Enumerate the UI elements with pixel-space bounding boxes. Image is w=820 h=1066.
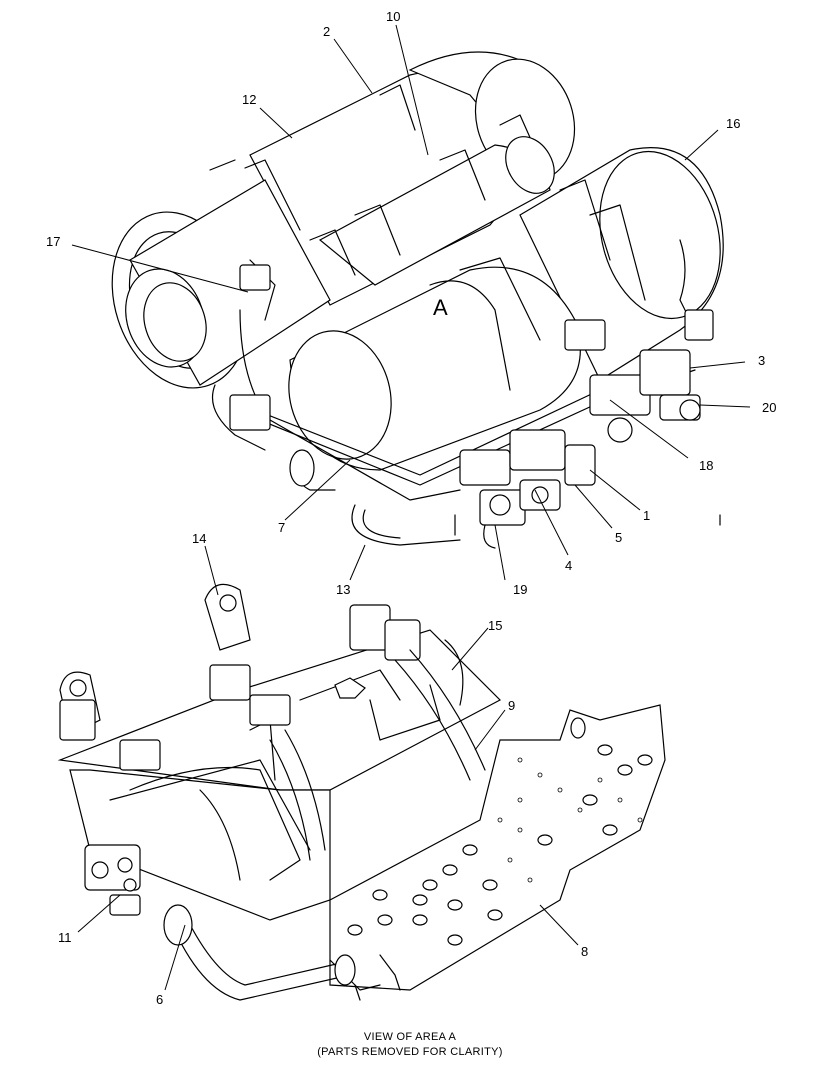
callout-17: 17 bbox=[46, 234, 60, 249]
canister-main-a: A bbox=[288, 257, 581, 471]
main-frame bbox=[57, 604, 501, 921]
callout-15: 15 bbox=[488, 618, 502, 633]
upper-assembly: A bbox=[111, 51, 724, 549]
center-tube bbox=[309, 136, 555, 286]
valve-cluster bbox=[229, 264, 721, 549]
callout-20: 20 bbox=[762, 400, 776, 415]
side-plate bbox=[329, 704, 666, 991]
callout-6: 6 bbox=[156, 992, 163, 1007]
callout-10: 10 bbox=[386, 9, 400, 24]
curved-straps bbox=[269, 639, 486, 861]
callout-9: 9 bbox=[508, 698, 515, 713]
callout-7: 7 bbox=[278, 520, 285, 535]
callout-labels: 2 10 12 16 17 3 20 18 1 5 4 19 7 13 14 1… bbox=[46, 9, 776, 1007]
callout-8: 8 bbox=[581, 944, 588, 959]
callout-2: 2 bbox=[323, 24, 330, 39]
callout-1: 1 bbox=[643, 508, 650, 523]
callout-19: 19 bbox=[513, 582, 527, 597]
lower-hose bbox=[163, 904, 401, 1001]
callout-3: 3 bbox=[758, 353, 765, 368]
lower-frame-assembly bbox=[57, 583, 666, 1001]
plate-holes bbox=[497, 757, 643, 883]
plate-bosses bbox=[347, 744, 653, 946]
canister-rear-left bbox=[111, 71, 516, 389]
area-a-label: A bbox=[433, 295, 448, 320]
caption-note: (PARTS REMOVED FOR CLARITY) bbox=[317, 1046, 503, 1058]
callout-13: 13 bbox=[336, 582, 350, 597]
callout-5: 5 bbox=[615, 530, 622, 545]
canister-right bbox=[519, 147, 724, 381]
callout-11: 11 bbox=[58, 930, 72, 945]
callout-18: 18 bbox=[699, 458, 713, 473]
manifold-block bbox=[84, 844, 141, 916]
leader-lines bbox=[71, 24, 751, 991]
callout-12: 12 bbox=[242, 92, 256, 107]
callout-4: 4 bbox=[565, 558, 572, 573]
caption-view-title: VIEW OF AREA A bbox=[363, 1031, 457, 1043]
callout-14: 14 bbox=[192, 531, 206, 546]
callout-16: 16 bbox=[726, 116, 740, 131]
